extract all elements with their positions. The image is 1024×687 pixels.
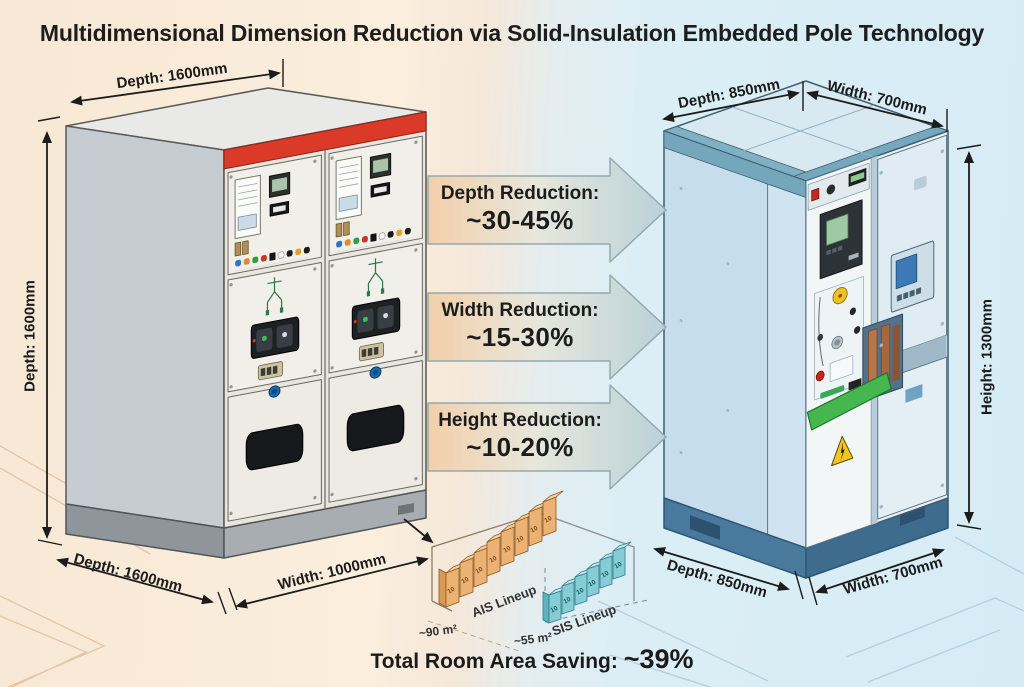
unit-cell-label: 10	[575, 587, 585, 597]
left-cabinet-illustration	[65, 0, 426, 687]
ais-blocks	[438, 490, 564, 608]
width-reduction-label: Width Reduction:	[441, 300, 599, 321]
depth-reduction-value: ~30-45%	[466, 204, 574, 235]
unit-cell-label: 10	[613, 561, 623, 571]
reduction-arrow-shapes	[427, 157, 667, 490]
unit-cell-label: 10	[502, 545, 512, 555]
unit-cell-label: 10	[529, 525, 539, 535]
reduction-arrow-1-text: Depth Reduction: ~30-45%	[430, 182, 610, 236]
depth-reduction-label: Depth Reduction:	[440, 183, 600, 204]
total-saving-value: ~39%	[623, 644, 694, 674]
unit-cell-label: 10	[549, 605, 559, 615]
reduction-arrow-2-text: Width Reduction: ~15-30%	[430, 299, 610, 353]
unit-cell-label: 10	[474, 566, 484, 576]
unit-cell-label: 10	[460, 576, 470, 586]
reduction-arrow-shape-1	[427, 157, 667, 263]
dimension-lines	[37, 59, 982, 615]
unit-cell-label: 10	[562, 596, 572, 606]
unit-cell-label: 10	[587, 579, 597, 589]
unit-cell-label: 10	[515, 535, 525, 545]
ais-unit-labels: 10 10 10 10 10 10 10 10	[446, 515, 553, 596]
width-reduction-value: ~15-30%	[466, 321, 574, 352]
unit-cell-label: 10	[543, 515, 553, 525]
reduction-arrow-shape-2	[427, 274, 667, 380]
height-reduction-label: Height Reduction:	[438, 410, 602, 431]
unit-cell-label: 10	[446, 586, 456, 596]
unit-cell-label: 10	[600, 570, 610, 580]
unit-cell-label: 10	[488, 555, 498, 565]
reduction-arrow-shape-3	[427, 384, 667, 490]
page-title: Multidimensional Dimension Reduction via…	[39, 20, 985, 46]
reduction-arrow-3-text: Height Reduction: ~10-20%	[430, 409, 610, 463]
dim-label-right-height: Height: 1300mm	[978, 299, 996, 415]
room-area-sketch: 10 10 10 10 10 10 10 10 10 10	[427, 490, 649, 653]
total-room-area-saving: Total Room Area Saving: ~39%	[262, 644, 802, 675]
dim-label-left-side: Depth: 1600mm	[21, 280, 39, 392]
right-cabinet-illustration	[664, 81, 948, 578]
sis-blocks	[542, 541, 632, 624]
sis-unit-labels: 10 10 10 10 10 10	[549, 561, 623, 615]
height-reduction-value: ~10-20%	[466, 431, 574, 462]
total-saving-label: Total Room Area Saving:	[370, 650, 618, 673]
